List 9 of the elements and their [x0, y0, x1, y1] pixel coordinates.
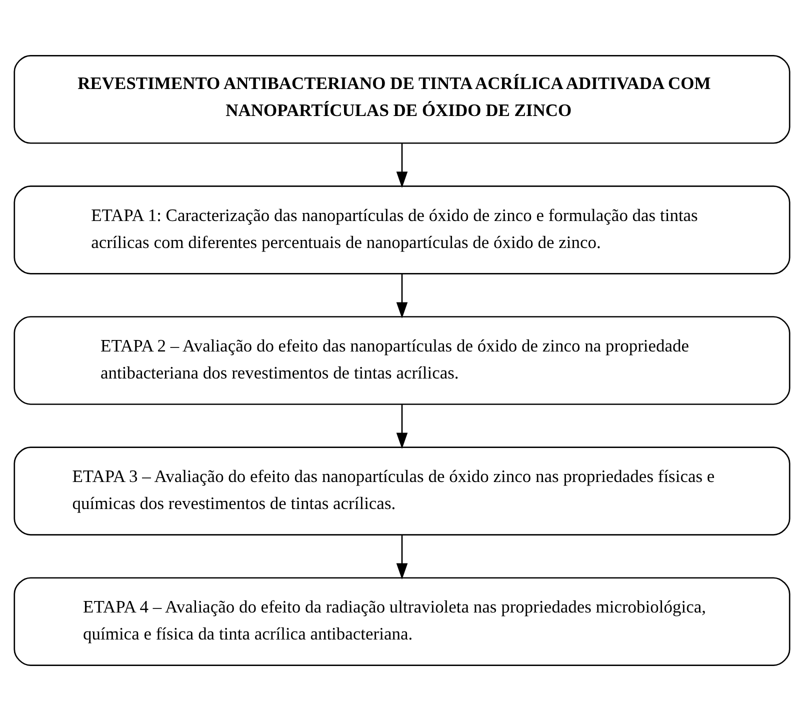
node-box: REVESTIMENTO ANTIBACTERIANO DE TINTA ACRÍLICA ADITIVADA COM NANOPARTÍCULAS DE ÓXIDO DE ZINCO — [13, 54, 790, 144]
node-box: ETAPA 1: Caracterização das nanopartículas de óxido de zinco e formulação das tintas acrílicas com diferentes percentuais de nanopartículas de óxido de zinco. — [13, 185, 790, 274]
arrow — [396, 404, 408, 448]
arrow — [396, 142, 408, 188]
node-box: ETAPA 3 – Avaliação do efeito das nanopartículas de óxido zinco nas propriedades físicas e químicas dos revestimentos de tintas acrílicas. — [13, 446, 790, 535]
arrow — [396, 273, 408, 318]
node-box: ETAPA 4 – Avaliação do efeito da radiação ultravioleta nas propriedades microbiológica, química e física da tinta acrílica antibacteriana. — [13, 576, 790, 666]
node-box: ETAPA 2 – Avaliação do efeito das nanopartículas de óxido de zinco na propriedade antibacteriana dos revestimentos de tintas acrílicas. — [13, 316, 790, 404]
arrow — [396, 534, 408, 579]
